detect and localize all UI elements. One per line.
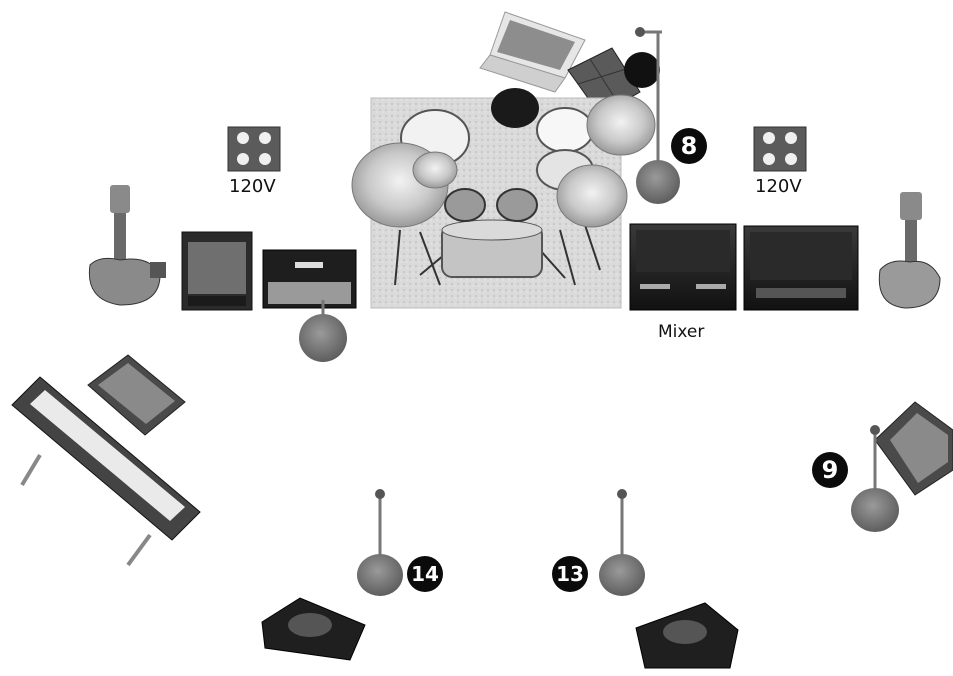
bass-amp-case-icon <box>743 225 859 311</box>
bass-guitar-icon <box>878 192 941 309</box>
pedalboard-icon <box>874 401 953 496</box>
laptop-icon <box>479 11 586 93</box>
monitor-wedge-icon <box>261 597 366 661</box>
mic-stand-icon <box>599 489 645 596</box>
mic-stand-icon <box>299 300 347 362</box>
mixer-case-icon <box>629 223 737 311</box>
guitar-amp-icon <box>262 249 357 309</box>
keyboard-icon <box>11 376 201 567</box>
monitor-wedge-icon <box>635 602 739 669</box>
mic-stand-icon <box>851 425 899 532</box>
mic-number-badge: 13 <box>552 556 588 592</box>
mic-number-badge: 14 <box>407 556 443 592</box>
mic-number-badge: 8 <box>671 128 707 164</box>
electric-guitar-icon <box>88 185 166 306</box>
pedalboard-icon <box>87 354 186 436</box>
guitar-amp-icon <box>181 231 253 311</box>
mic-number-badge: 9 <box>812 452 848 488</box>
mic-stand-icon <box>357 489 403 596</box>
power-outlet-icon <box>227 126 281 172</box>
power-outlet-icon <box>753 126 807 172</box>
outlet-voltage-label: 120V <box>229 176 276 197</box>
outlet-voltage-label: 120V <box>755 176 802 197</box>
mic-stand-icon <box>635 27 680 204</box>
mixer-label: Mixer <box>658 322 705 342</box>
drum-kit-icon <box>351 88 656 286</box>
